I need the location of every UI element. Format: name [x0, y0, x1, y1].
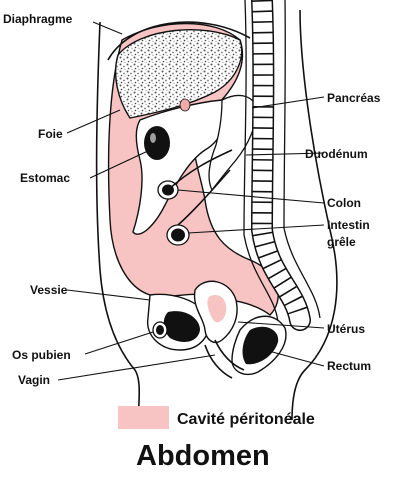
liver-spot	[179, 98, 191, 112]
label-duodenum: Duodénum	[305, 147, 368, 161]
back-body-wall	[291, 9, 338, 421]
label-foie: Foie	[38, 127, 63, 141]
spine	[243, 0, 321, 331]
bladder-lumen	[163, 311, 200, 342]
label-intestin: Intestin	[327, 218, 370, 232]
label-pancreas: Pancréas	[327, 91, 381, 105]
label-diaphragme: Diaphragme	[3, 12, 73, 26]
front-body-wall	[95, 21, 141, 421]
uterus-lumen	[207, 294, 227, 323]
label-os-pubien: Os pubien	[12, 348, 71, 362]
label-colon: Colon	[327, 196, 361, 210]
vagina-channel	[204, 339, 245, 379]
mesentery	[167, 149, 233, 226]
legend-label: Cavité péritonéale	[177, 411, 315, 428]
label-vagin: Vagin	[18, 373, 50, 387]
rectum-lumen	[242, 326, 279, 365]
legend-swatch	[118, 406, 169, 429]
diaphragm-line	[107, 21, 251, 61]
label-estomac: Estomac	[20, 171, 70, 185]
label-vessie: Vessie	[30, 283, 68, 297]
label-rectum: Rectum	[327, 359, 371, 373]
label-grele: grêle	[327, 235, 356, 249]
leader-lines	[57, 21, 325, 381]
diagram-title: Abdomen	[136, 440, 270, 472]
label-uterus: Utérus	[327, 322, 365, 336]
stomach-lumen	[144, 126, 170, 160]
liver-shape	[115, 29, 243, 119]
